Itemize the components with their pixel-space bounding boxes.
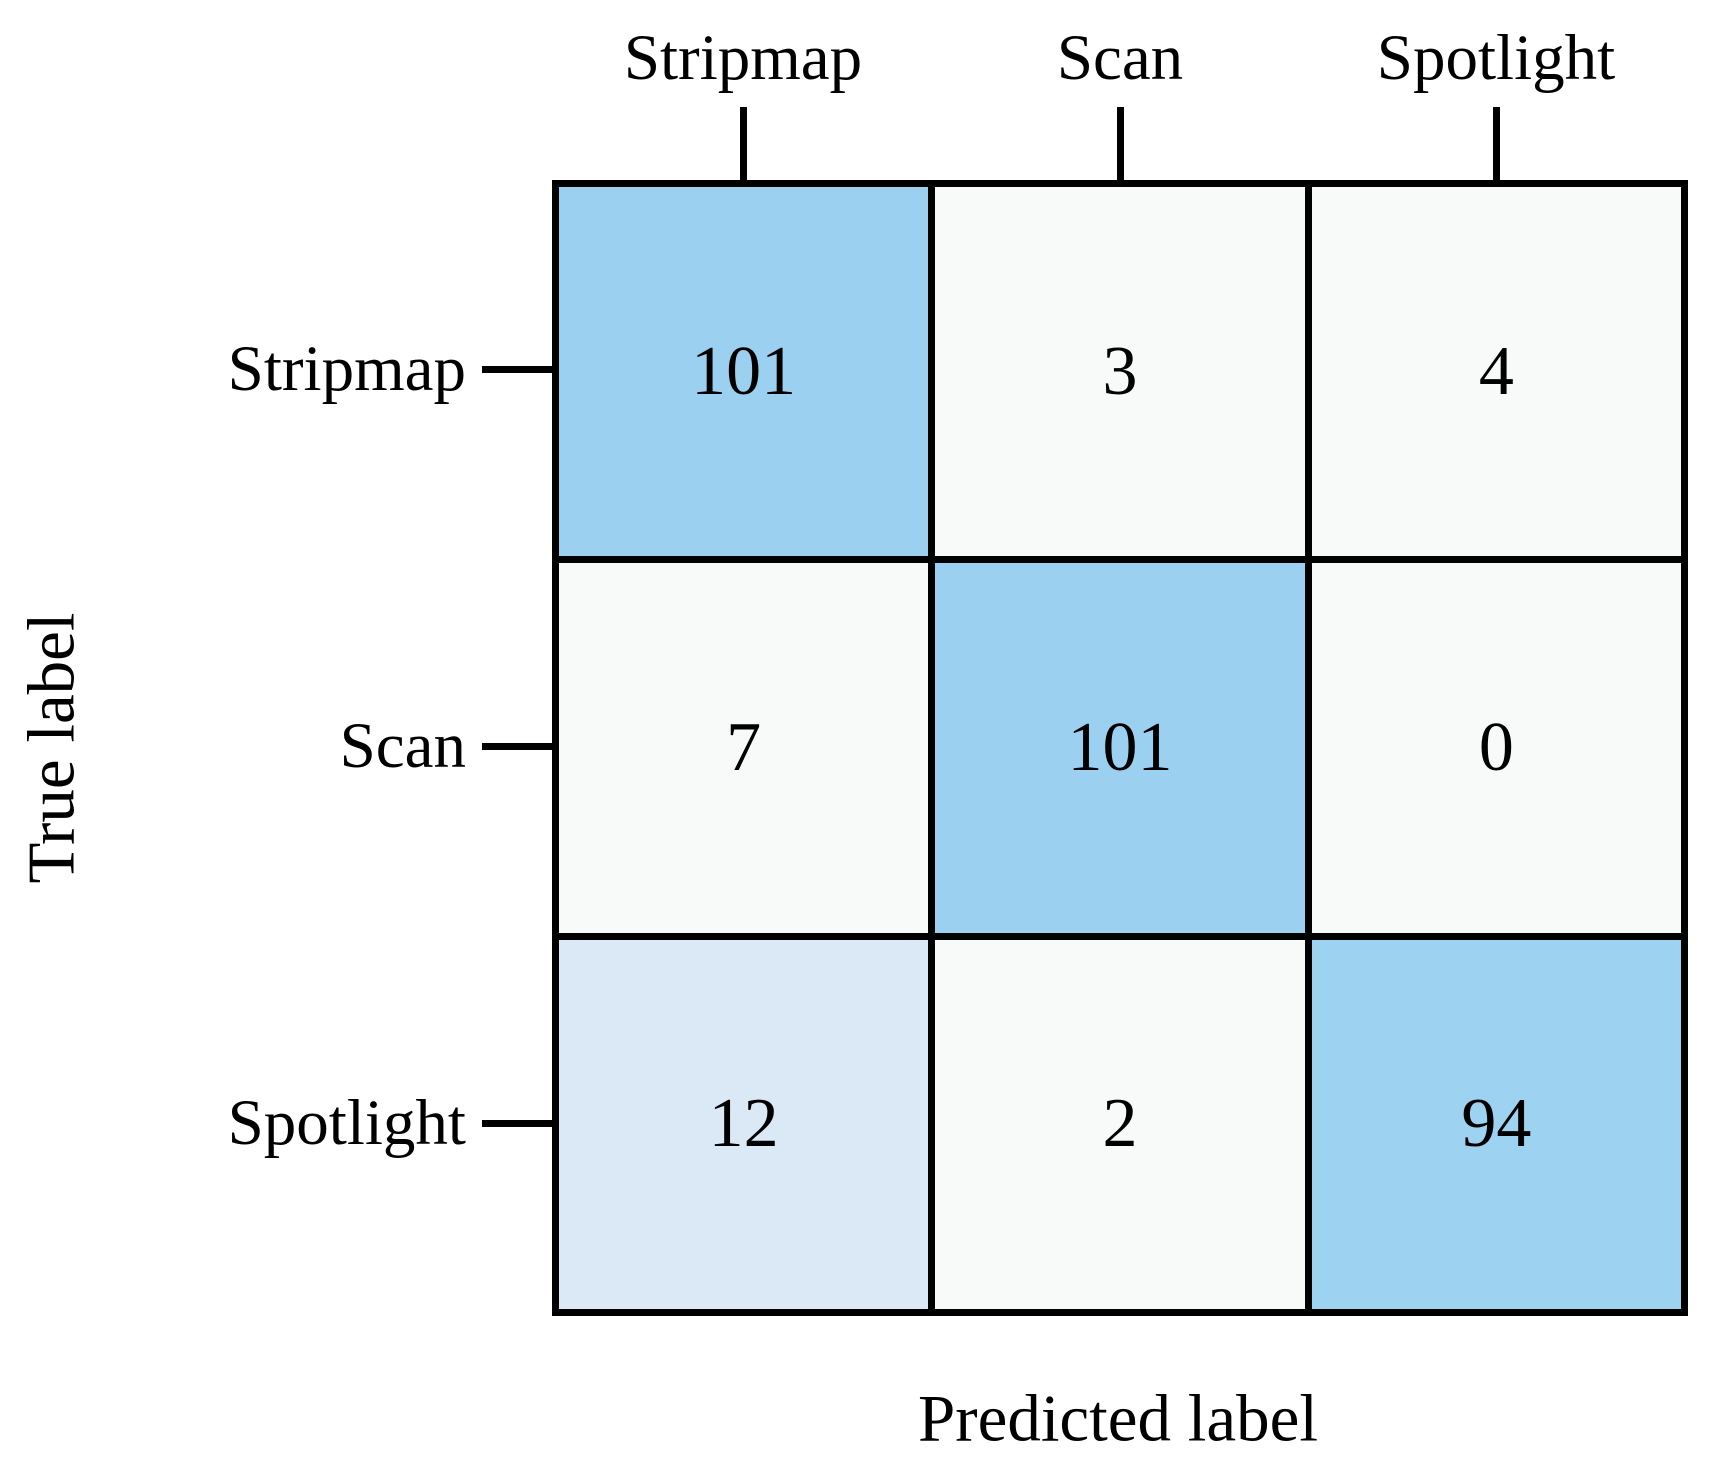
cell-value: 94 (1461, 1085, 1532, 1163)
y-tick-mark (482, 1120, 552, 1127)
y-tick-mark (482, 743, 552, 750)
confusion-matrix-grid: 101 3 4 7 101 0 12 2 94 (552, 180, 1688, 1316)
x-tick-mark (1117, 107, 1124, 180)
y-tick-mark (482, 366, 552, 373)
matrix-cell: 94 (1311, 939, 1681, 1309)
cell-value: 101 (691, 332, 797, 410)
matrix-cell: 101 (935, 563, 1305, 933)
matrix-cell: 2 (935, 939, 1305, 1309)
x-axis-label: Stripmap (623, 22, 863, 94)
matrix-cell: 4 (1311, 187, 1681, 557)
x-axis-title: Predicted label (918, 1381, 1318, 1456)
cell-value: 101 (1067, 708, 1173, 786)
matrix-cell: 3 (935, 187, 1305, 557)
y-axis-label: Stripmap (227, 333, 466, 405)
y-axis-label: Spotlight (227, 1087, 466, 1159)
matrix-cell: 0 (1311, 563, 1681, 933)
x-tick-mark (740, 107, 747, 180)
cell-value: 0 (1478, 708, 1514, 786)
x-axis-label: Scan (1056, 22, 1184, 94)
cell-value: 3 (1102, 332, 1138, 410)
matrix-cell: 101 (559, 187, 929, 557)
cell-value: 12 (708, 1085, 779, 1163)
cell-value: 7 (726, 708, 762, 786)
x-axis-label: Spotlight (1376, 22, 1616, 94)
x-tick-mark (1493, 107, 1500, 180)
cell-value: 4 (1478, 332, 1514, 410)
matrix-cell: 12 (559, 939, 929, 1309)
y-axis-title: True label (14, 612, 89, 884)
y-axis-label: Scan (339, 710, 466, 782)
matrix-cell: 7 (559, 563, 929, 933)
cell-value: 2 (1102, 1085, 1138, 1163)
